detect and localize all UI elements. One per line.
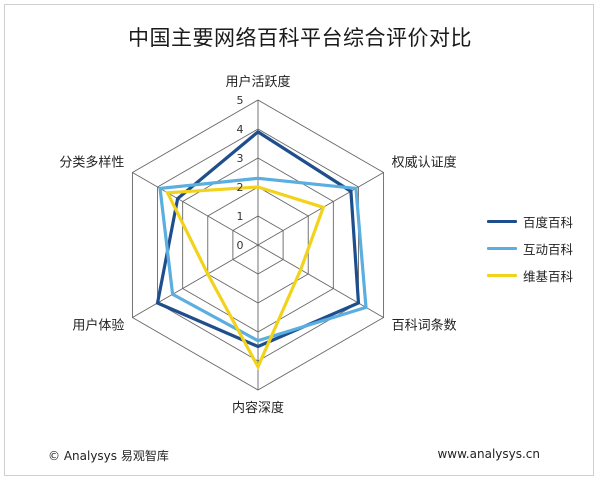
grid-spoke-5 — [132, 172, 259, 246]
axis-label-1: 权威认证度 — [392, 155, 457, 171]
axis-label-3: 内容深度 — [232, 400, 284, 416]
axis-label-0: 用户活跃度 — [225, 74, 290, 90]
legend-swatch-baidu — [487, 220, 517, 223]
legend-swatch-weiji — [487, 274, 517, 277]
chart-title: 中国主要网络百科平台综合评价对比 — [128, 26, 472, 50]
axis-label-2: 百科词条数 — [392, 318, 457, 334]
tick-label-5: 5 — [237, 94, 244, 107]
footer-url: www.analysys.cn — [437, 447, 540, 461]
legend-label-weiji: 维基百科 — [523, 269, 574, 284]
legend-item-weiji: 维基百科 — [487, 262, 573, 289]
tick-label-2: 2 — [237, 181, 244, 194]
radar-series — [155, 129, 368, 371]
grid-spoke-1 — [257, 172, 384, 246]
footer-copyright: © Analysys 易观智库 — [48, 449, 169, 463]
series-line-1 — [158, 176, 368, 343]
tick-label-1: 1 — [237, 210, 244, 223]
grid-spoke-2 — [257, 244, 384, 318]
series-line-0 — [155, 129, 361, 349]
legend-label-baidu: 百度百科 — [523, 215, 574, 230]
legend: 百度百科 互动百科 维基百科 — [487, 208, 573, 289]
tick-label-4: 4 — [237, 123, 244, 136]
axis-label-5: 分类多样性 — [59, 155, 124, 171]
series-line-2 — [165, 185, 326, 371]
legend-item-hudong: 互动百科 — [487, 235, 573, 262]
radar-grid — [131, 99, 385, 391]
tick-label-0: 0 — [237, 239, 244, 252]
legend-item-baidu: 百度百科 — [487, 208, 573, 235]
legend-swatch-hudong — [487, 247, 517, 250]
legend-label-hudong: 互动百科 — [523, 242, 574, 257]
axis-label-4: 用户体验 — [72, 318, 124, 334]
tick-label-3: 3 — [237, 152, 244, 165]
chart-frame — [4, 4, 594, 476]
grid-spoke-4 — [132, 244, 259, 318]
